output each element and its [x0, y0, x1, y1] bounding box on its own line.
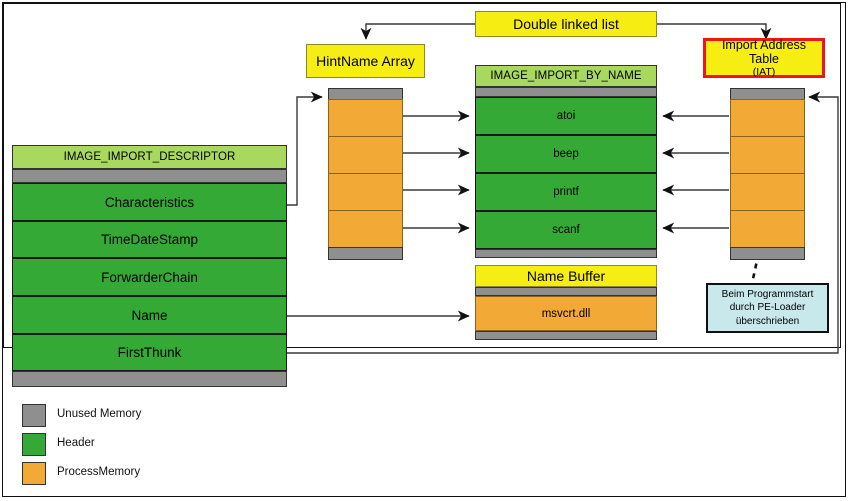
image-import-by-name-unused-bottom [475, 249, 657, 258]
image-import-by-name-header: IMAGE_IMPORT_BY_NAME [475, 65, 657, 87]
legend-swatch-header [22, 433, 46, 456]
name-buffer-unused-bottom [475, 331, 657, 340]
hintname-array-cell-2 [328, 136, 403, 174]
legend-swatch-process-memory [22, 462, 46, 485]
hintname-array-cell-1 [328, 99, 403, 137]
descriptor-field-characteristics: Characteristics [12, 183, 287, 221]
name-buffer-label: Name Buffer [475, 265, 657, 287]
descriptor-field-firstthunk: FirstThunk [12, 334, 287, 371]
iat-unused-bottom [730, 247, 805, 260]
double-linked-list-label: Double linked list [475, 11, 657, 37]
legend-swatch-unused-memory [22, 404, 46, 427]
iat-cell-1 [730, 99, 805, 137]
pe-loader-note: Beim Programmstart durch PE-Loader übers… [706, 283, 829, 333]
legend-label-header: Header [57, 437, 95, 449]
image-import-by-name-entry-3: printf [475, 173, 657, 211]
image-import-descriptor-header: IMAGE_IMPORT_DESCRIPTOR [12, 145, 287, 169]
image-import-by-name-entry-1: atoi [475, 97, 657, 135]
iat-cell-4 [730, 210, 805, 248]
note-line-2: durch PE-Loader [729, 302, 806, 314]
descriptor-field-forwarderchain: ForwarderChain [12, 258, 287, 296]
iat-cell-2 [730, 136, 805, 174]
iat-label: Import Address Table (IAT) [703, 38, 825, 78]
hintname-array-cell-3 [328, 173, 403, 211]
image-import-by-name-unused-top [475, 87, 657, 97]
legend-label-process-memory: ProcessMemory [57, 466, 141, 478]
note-line-1: Beim Programmstart [721, 288, 814, 300]
name-buffer-value: msvcrt.dll [475, 296, 657, 331]
image-import-by-name-entry-4: scanf [475, 211, 657, 249]
hintname-array-unused-bottom [328, 247, 403, 260]
iat-subtitle: (IAT) [752, 66, 776, 79]
descriptor-field-name: Name [12, 296, 287, 334]
descriptor-unused-bottom [12, 371, 287, 387]
legend-label-unused-memory: Unused Memory [57, 408, 142, 420]
descriptor-field-timedatestamp: TimeDateStamp [12, 221, 287, 258]
note-line-3: überschrieben [735, 315, 800, 327]
name-buffer-unused-top [475, 287, 657, 296]
hintname-array-label: HintName Array [306, 44, 425, 78]
iat-title: Import Address Table [721, 37, 807, 66]
hintname-array-cell-4 [328, 210, 403, 248]
image-import-by-name-entry-2: beep [475, 135, 657, 173]
descriptor-unused-top [12, 169, 287, 183]
iat-cell-3 [730, 173, 805, 211]
